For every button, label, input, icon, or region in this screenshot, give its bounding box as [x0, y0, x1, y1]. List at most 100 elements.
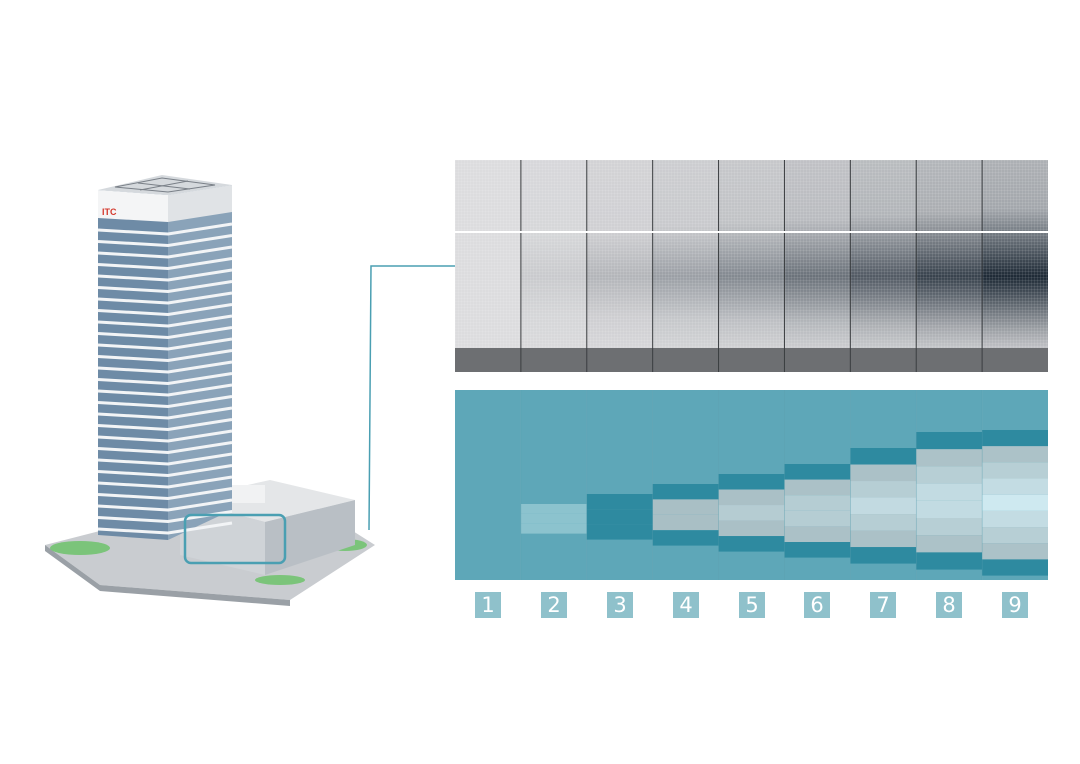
pattern-band [982, 462, 1048, 479]
facade-mesh [916, 160, 983, 348]
facade-base-band [850, 348, 917, 372]
tower-floor-bands [97, 222, 233, 535]
pattern-band [718, 520, 785, 537]
detail-callout-box [183, 513, 287, 565]
pattern-band [784, 479, 851, 496]
pattern-band [652, 514, 719, 531]
floor-band [97, 406, 233, 420]
ground-edge [45, 545, 290, 606]
pattern-band [916, 449, 983, 467]
step-label-4: 4 [673, 592, 699, 618]
floor-band [97, 418, 233, 432]
floor-band [97, 222, 233, 236]
floor-band [97, 291, 233, 305]
floor-band [97, 487, 233, 501]
step-label-5: 5 [739, 592, 765, 618]
floor-band [97, 337, 233, 351]
lawn-left [50, 541, 110, 555]
facade-base-band [652, 348, 719, 372]
pattern-band [982, 446, 1048, 463]
facade-mesh [850, 160, 917, 348]
pattern-band [850, 530, 917, 548]
facade-mesh [982, 160, 1048, 348]
pattern-band [982, 527, 1048, 544]
floor-band [97, 326, 233, 340]
floor-band [97, 360, 233, 374]
pattern-cell [520, 390, 587, 580]
pattern-band [850, 448, 917, 465]
pattern-band [982, 559, 1048, 576]
pattern-band [916, 466, 983, 484]
floor-band [97, 257, 233, 271]
pattern-band [520, 523, 587, 534]
lawn-front [255, 575, 305, 585]
step-label-7: 7 [870, 592, 896, 618]
facade-mesh [520, 160, 587, 348]
pattern-band [718, 489, 785, 506]
pattern-band [652, 530, 719, 546]
pattern-band [916, 483, 983, 501]
facade-mesh [718, 160, 785, 348]
step-label-9: 9 [1002, 592, 1028, 618]
pattern-band [982, 543, 1048, 560]
pattern-band [586, 509, 653, 525]
facade-mesh [784, 160, 851, 348]
pattern-band [982, 430, 1048, 447]
step-label-6: 6 [804, 592, 830, 618]
tower-logo: ITC [102, 207, 117, 217]
podium-side [265, 500, 355, 575]
pattern-band [850, 497, 917, 515]
pattern-band [718, 536, 785, 552]
floor-band [97, 383, 233, 397]
facade-base-band [916, 348, 983, 372]
step-label-3: 3 [607, 592, 633, 618]
floor-band [97, 475, 233, 489]
floor-band [97, 521, 233, 535]
facade-base-band [455, 348, 521, 372]
pattern-band [916, 432, 983, 450]
floor-band [97, 452, 233, 466]
pattern-band [784, 526, 851, 542]
pattern-band [718, 505, 785, 521]
step-label-8: 8 [936, 592, 962, 618]
pattern-cell [455, 390, 521, 580]
pattern-band [586, 494, 653, 510]
facade-mesh [455, 160, 521, 348]
pattern-band [520, 513, 587, 524]
floor-band [97, 314, 233, 328]
facade-base-band [784, 348, 851, 372]
tower-crown-side [168, 185, 232, 222]
pattern-band [784, 495, 851, 511]
floor-band [97, 395, 233, 409]
pattern-band [850, 481, 917, 498]
floor-band [97, 498, 233, 512]
facade-base-band [520, 348, 587, 372]
pattern-cell [586, 390, 653, 580]
pattern-band [850, 464, 917, 482]
tower-crown-front [98, 190, 168, 222]
building-illustration: ITC [45, 175, 375, 606]
pattern-band [850, 514, 917, 531]
pattern-band [916, 518, 983, 536]
floor-band [97, 280, 233, 294]
pattern-band [784, 510, 851, 527]
step-label-1: 1 [475, 592, 501, 618]
facade-mesh [586, 160, 653, 348]
pattern-band [916, 552, 983, 570]
floor-band [97, 429, 233, 443]
pattern-band [850, 547, 917, 564]
pattern-band [916, 535, 983, 553]
pattern-band [652, 499, 719, 515]
floor-band [97, 372, 233, 386]
pattern-diagram-sequence [455, 390, 1048, 580]
pattern-band [586, 524, 653, 540]
roof-grid [114, 177, 216, 193]
leader-line-path [368, 265, 455, 531]
floor-band [97, 441, 233, 455]
pattern-band [784, 464, 851, 480]
floor-band [97, 464, 233, 478]
floor-band [97, 349, 233, 363]
floor-band [97, 245, 233, 259]
pattern-band [784, 542, 851, 558]
facade-mesh [652, 160, 719, 348]
